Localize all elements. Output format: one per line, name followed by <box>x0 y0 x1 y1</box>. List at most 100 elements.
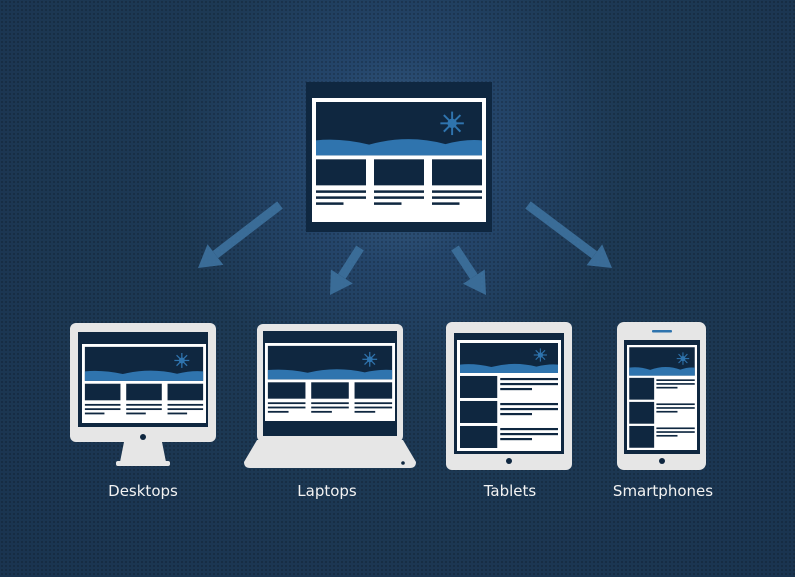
sun-icon <box>676 352 690 365</box>
hills-wave <box>267 369 393 380</box>
text-line <box>316 190 366 193</box>
content-box <box>629 401 655 424</box>
content-box <box>267 382 306 399</box>
text-line <box>374 202 402 205</box>
sun-ray <box>181 360 188 367</box>
content-box <box>460 375 498 398</box>
desktop-icon <box>70 323 216 466</box>
text-line <box>167 403 204 406</box>
monitor-stand <box>120 442 166 462</box>
sun-ray <box>181 354 188 361</box>
arrow-head <box>330 269 353 295</box>
text-line <box>84 412 105 415</box>
label-smartphones: Smartphones <box>612 482 714 500</box>
sun-ray <box>443 122 453 133</box>
text-line <box>354 410 376 413</box>
text-line <box>656 386 678 389</box>
text-line <box>500 377 558 381</box>
sun-icon <box>362 351 378 367</box>
hills-wave <box>629 367 695 376</box>
text-line <box>500 387 533 391</box>
arrow-to-laptop <box>330 245 364 295</box>
content-box <box>316 159 366 186</box>
text-line <box>84 403 121 406</box>
content-box <box>167 383 204 401</box>
text-line <box>656 383 695 385</box>
phone-home-button <box>659 458 665 464</box>
content-box <box>354 382 393 399</box>
content-box <box>460 400 498 423</box>
hills-wave <box>84 370 204 381</box>
text-line <box>500 437 533 441</box>
smartphone-icon <box>617 322 706 470</box>
text-line <box>500 427 558 431</box>
sun-ray <box>443 114 453 125</box>
label-laptops: Laptops <box>297 482 357 500</box>
sun-ray <box>682 358 688 364</box>
text-line <box>656 427 695 430</box>
sun-icon <box>533 348 547 362</box>
sun-ray <box>451 122 462 133</box>
sun-ray <box>678 358 684 364</box>
text-line <box>316 196 366 199</box>
text-line <box>656 407 695 409</box>
sun-ray <box>539 349 546 356</box>
text-line <box>311 410 332 413</box>
text-line <box>432 202 460 205</box>
text-line <box>656 379 695 381</box>
arrow-head <box>198 244 224 268</box>
text-line <box>167 412 188 415</box>
text-line <box>500 407 558 411</box>
sun-ray <box>364 358 371 365</box>
arrow-shaft <box>451 245 478 280</box>
arrow-shaft <box>212 201 283 259</box>
sun-icon <box>174 352 190 368</box>
arrow-head <box>586 244 612 268</box>
text-line <box>267 410 289 413</box>
text-line <box>84 408 121 411</box>
text-line <box>126 403 162 406</box>
label-desktops: Desktops <box>108 482 178 500</box>
text-line <box>311 402 349 405</box>
arrow-to-tablet <box>451 245 486 295</box>
sun-ray <box>451 114 462 125</box>
content-box <box>311 382 349 399</box>
phone-speaker <box>652 330 672 333</box>
text-line <box>267 402 306 405</box>
text-line <box>316 202 344 205</box>
laptop-icon <box>244 324 416 468</box>
arrow-shaft <box>525 201 598 259</box>
text-line <box>656 403 695 406</box>
content-box <box>629 425 655 448</box>
text-line <box>656 434 678 437</box>
sun-ray <box>369 353 376 360</box>
content-box <box>126 383 162 401</box>
content-box <box>629 377 655 400</box>
text-line <box>126 408 162 411</box>
text-line <box>126 412 146 415</box>
sun-ray <box>682 353 688 359</box>
tablet-home-button <box>506 458 512 464</box>
arrow-shaft <box>338 245 364 279</box>
sun-ray <box>176 360 183 367</box>
arrow-to-smartphone <box>525 201 612 268</box>
text-line <box>374 190 424 193</box>
sun-ray <box>535 354 541 361</box>
text-line <box>656 410 678 413</box>
text-line <box>500 432 558 436</box>
hills-wave <box>316 139 482 156</box>
sun-ray <box>539 354 546 361</box>
arrow-to-desktop <box>198 201 283 268</box>
text-line <box>354 406 393 409</box>
monitor-base <box>116 461 170 466</box>
text-line <box>656 431 695 433</box>
sun-ray <box>176 354 183 361</box>
content-box <box>432 159 482 186</box>
sun-ray <box>369 358 376 365</box>
text-line <box>374 196 424 199</box>
sun-ray <box>678 353 684 359</box>
text-line <box>500 402 558 406</box>
laptop-base <box>244 440 416 468</box>
monitor-button <box>140 434 146 440</box>
sun-ray <box>364 353 371 360</box>
